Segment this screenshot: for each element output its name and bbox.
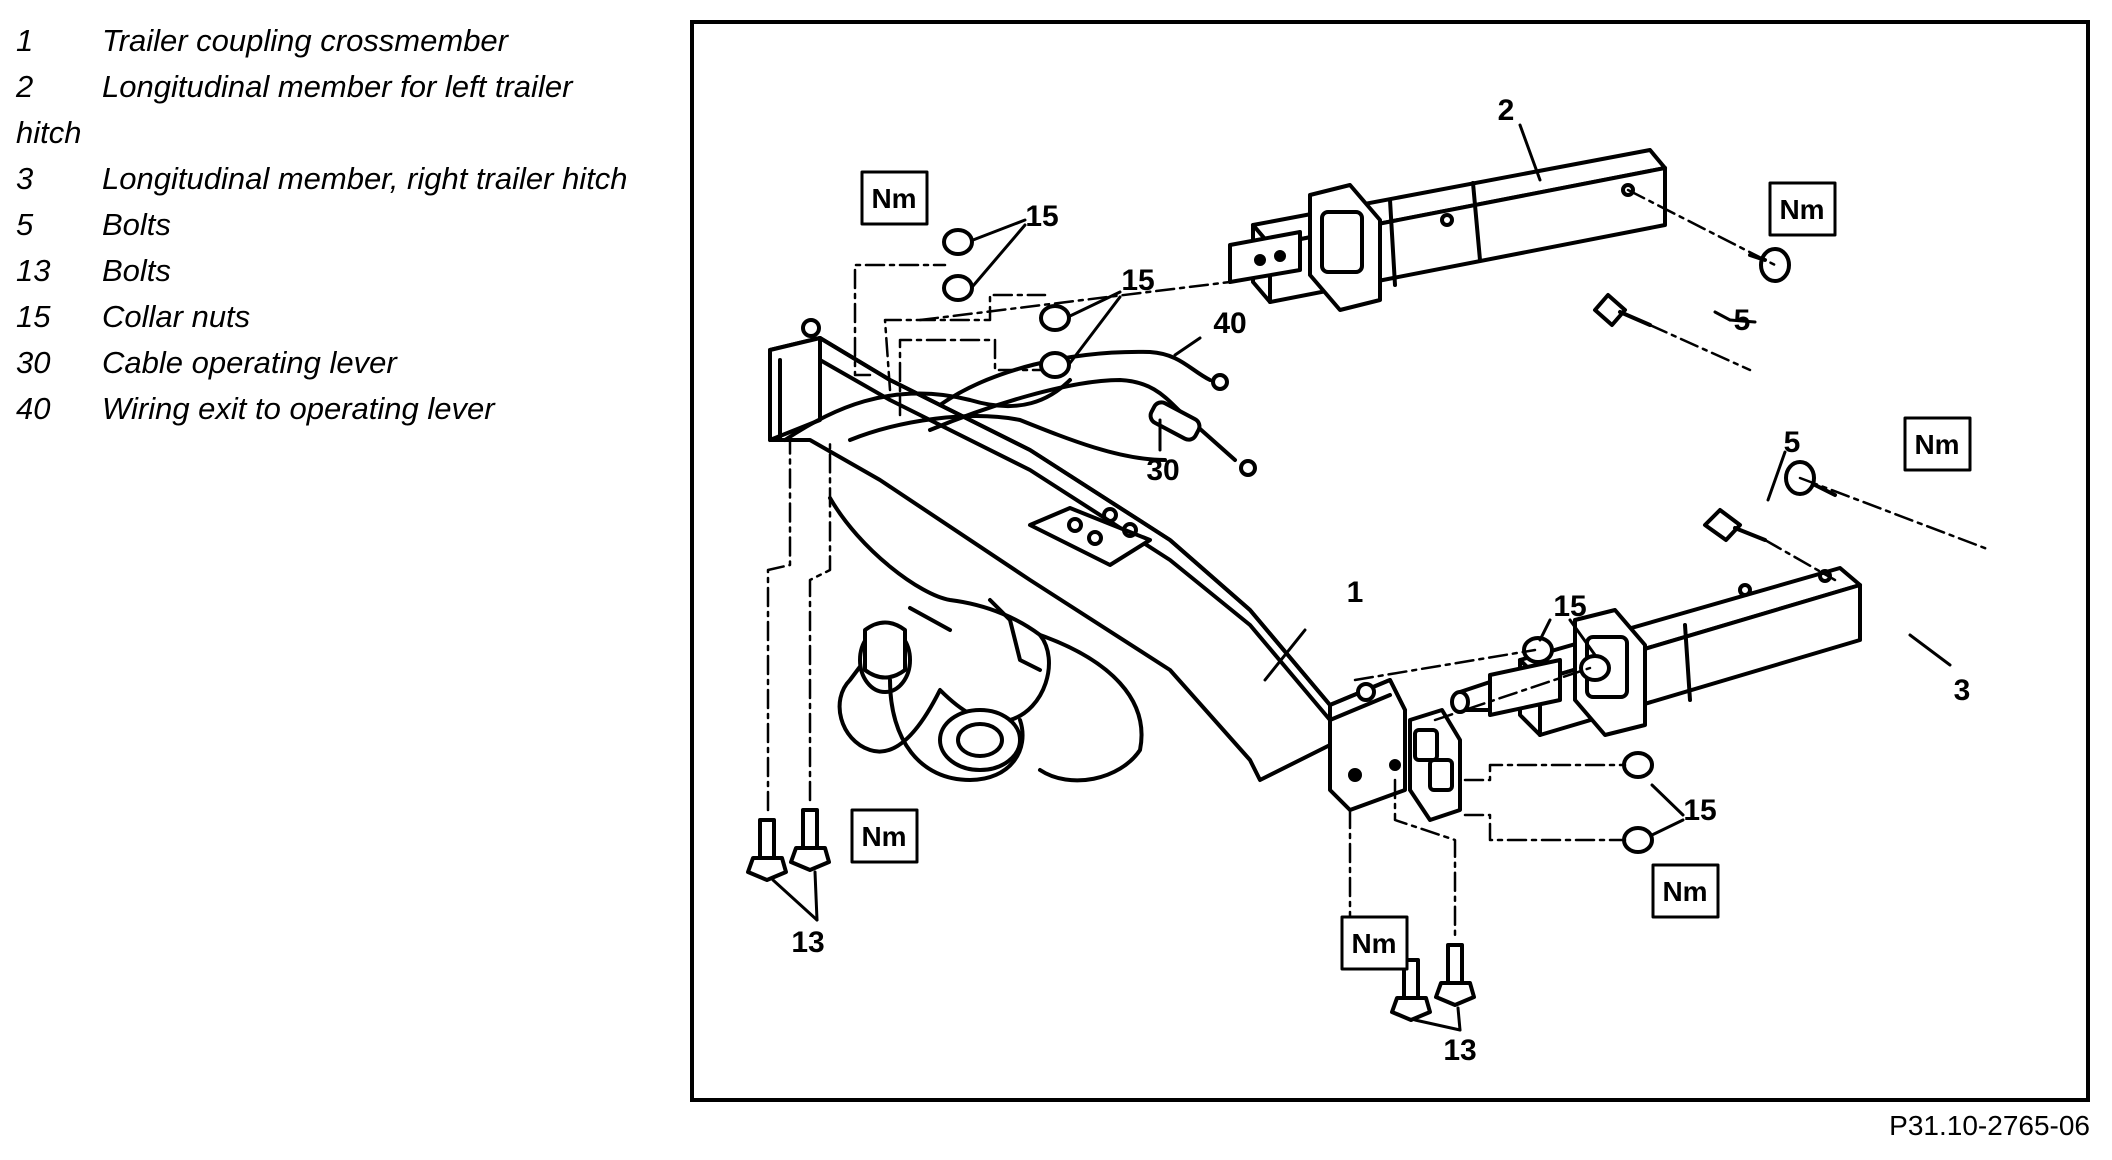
callout-13: 13 [791, 926, 824, 959]
legend-text: Cable operating lever [102, 345, 397, 380]
callout-15: 15 [1683, 794, 1716, 827]
torque-label: Nm [1351, 928, 1396, 959]
callout-15: 15 [1025, 200, 1058, 233]
legend-item: 30 Cable operating lever [16, 340, 676, 386]
legend-item: 40 Wiring exit to operating lever [16, 386, 676, 432]
torque-label: Nm [1779, 194, 1824, 225]
callout-1: 1 [1347, 576, 1364, 609]
figure-code: P31.10-2765-06 [1889, 1110, 2090, 1141]
torque-box [1903, 416, 1972, 472]
torque-label: Nm [861, 821, 906, 852]
legend-item: 5 Bolts [16, 202, 676, 248]
legend-item: 2 Longitudinal member for left trailer [16, 64, 676, 110]
callout-3: 3 [1954, 674, 1971, 707]
callout-5: 5 [1734, 304, 1751, 337]
torque-box [850, 808, 919, 864]
torque-box [1340, 915, 1409, 971]
legend-number: 30 [16, 345, 51, 380]
legend-number: 3 [16, 161, 34, 196]
trailer-coupling-crossmember [768, 318, 1462, 822]
legend-item: 13 Bolts [16, 248, 676, 294]
callout-30: 30 [1146, 454, 1179, 487]
torque-label: Nm [1914, 429, 1959, 460]
trailer-hitch-exploded-diagram: Nm Nm Nm Nm Nm Nm 1 2 3 5 5 13 13 15 15 … [746, 94, 1992, 1067]
callout-13: 13 [1443, 1034, 1476, 1067]
operating-cable [783, 349, 1257, 477]
legend-number: 5 [16, 207, 34, 242]
leader-lines [771, 123, 1952, 1032]
legend-item: 15 Collar nuts [16, 294, 676, 340]
torque-box [1768, 181, 1837, 237]
callout-15: 15 [1553, 590, 1586, 623]
legend-text: Bolts [102, 207, 171, 242]
right-longitudinal-member [1450, 566, 1862, 737]
legend-text-wrap: hitch [16, 115, 82, 150]
torque-boxes: Nm Nm Nm Nm Nm Nm [850, 170, 1972, 971]
ball-coupling [828, 496, 1144, 783]
legend-text: Longitudinal member, right trailer hitch [102, 161, 628, 196]
legend-item: 3 Longitudinal member, right trailer hit… [16, 156, 676, 202]
callout-5: 5 [1784, 426, 1801, 459]
callout-2: 2 [1498, 94, 1515, 127]
legend-number: 2 [16, 69, 34, 104]
bolts-5 [1593, 247, 1837, 542]
callout-40: 40 [1213, 307, 1246, 340]
parts-legend: 1 Trailer coupling crossmember 2 Longitu… [16, 18, 676, 432]
legend-text: Longitudinal member for left trailer [102, 69, 573, 104]
torque-label: Nm [871, 183, 916, 214]
left-longitudinal-member [1228, 148, 1667, 312]
legend-item: 1 Trailer coupling crossmember [16, 18, 676, 64]
torque-label: Nm [1662, 876, 1707, 907]
torque-box [1651, 863, 1720, 919]
legend-text: Wiring exit to operating lever [102, 391, 495, 426]
legend-text: Collar nuts [102, 299, 251, 334]
legend-number: 1 [16, 23, 34, 58]
legend-number: 15 [16, 299, 51, 334]
legend-text: Trailer coupling crossmember [102, 23, 508, 58]
callout-labels: 1 2 3 5 5 13 13 15 15 15 15 30 40 [791, 94, 1970, 1067]
collar-nuts [942, 228, 1654, 854]
torque-box [860, 170, 929, 226]
legend-number: 13 [16, 253, 51, 288]
legend-text: Bolts [102, 253, 171, 288]
diagram-frame [690, 20, 2090, 1102]
legend-number: 40 [16, 391, 51, 426]
callout-15: 15 [1121, 264, 1154, 297]
assembly-lines [766, 188, 1992, 952]
